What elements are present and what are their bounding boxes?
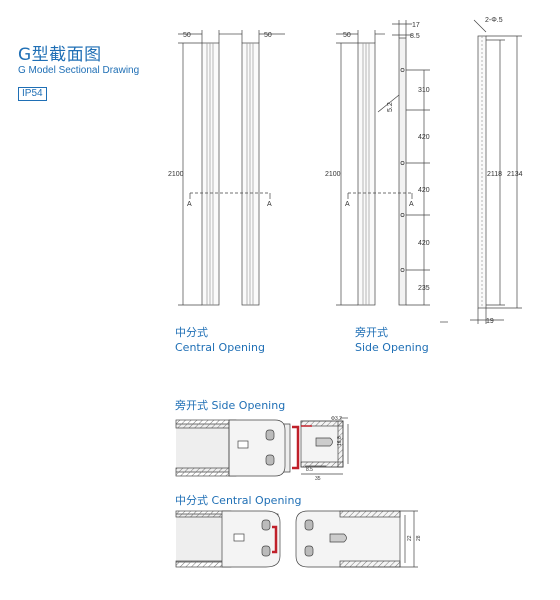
dim-spacing-4: 420 <box>418 240 430 247</box>
dim-central-width-left: 50 <box>183 32 191 39</box>
ip-rating-badge: IP54 <box>18 87 47 101</box>
dim-spacing-1: 310 <box>418 87 430 94</box>
title-english: G Model Sectional Drawing <box>18 65 140 76</box>
dim-side-top-offset: 17 <box>412 22 420 29</box>
dim-profile-outer-height: 2134 <box>507 171 523 178</box>
central-caption-zh: 中分式 <box>175 326 208 339</box>
central-front-view <box>178 30 285 306</box>
side-bar <box>357 42 376 306</box>
side-section-title: 旁开式 Side Opening <box>175 399 286 412</box>
dim-central-width-right: 50 <box>264 32 272 39</box>
dim-hole: 5.2 <box>387 102 394 112</box>
dim-spacing-3: 420 <box>418 187 430 194</box>
section-mark-a-right: A <box>267 201 272 208</box>
dim-section-dia: Φ3.2 <box>331 416 342 422</box>
profile-view <box>470 19 522 324</box>
dim-profile-width: 19 <box>486 318 494 325</box>
title-chinese: G型截面图 <box>18 45 102 65</box>
side-caption-en: Side Opening <box>355 341 429 354</box>
dim-side-top-offset-2: 8.5 <box>410 33 420 40</box>
dim-central-height: 2100 <box>168 171 184 178</box>
section-mark-a-side-right: A <box>409 201 414 208</box>
dim-central-section-a: 22 <box>407 535 413 541</box>
central-caption: 中分式 Central Opening <box>175 325 265 355</box>
side-front-view <box>336 20 448 323</box>
dim-profile-inner-height: 2118 <box>487 171 502 178</box>
dim-side-height: 2100 <box>325 171 341 178</box>
dim-spacing-2: 420 <box>418 134 430 141</box>
section-mark-a-left: A <box>187 201 192 208</box>
side-plate <box>398 37 407 306</box>
central-bar-left <box>201 42 220 306</box>
dim-section-height: 16.8 <box>337 436 343 446</box>
dim-section-a: 8.5 <box>306 467 313 473</box>
side-caption-zh: 旁开式 <box>355 326 388 339</box>
central-bar-right <box>241 42 260 306</box>
section-mark-a-side-left: A <box>345 201 350 208</box>
dim-side-width: 50 <box>343 32 351 39</box>
central-caption-en: Central Opening <box>175 341 265 354</box>
central-section-title: 中分式 Central Opening <box>175 494 302 507</box>
central-section-drawing <box>175 510 418 568</box>
dim-spacing-5: 235 <box>418 285 430 292</box>
dim-profile-holes: 2-Φ.5 <box>485 17 503 24</box>
side-section-drawing <box>175 417 349 477</box>
dim-central-section-b: 28 <box>416 535 422 541</box>
side-caption: 旁开式 Side Opening <box>355 325 429 355</box>
dim-section-width: 35 <box>315 476 321 482</box>
